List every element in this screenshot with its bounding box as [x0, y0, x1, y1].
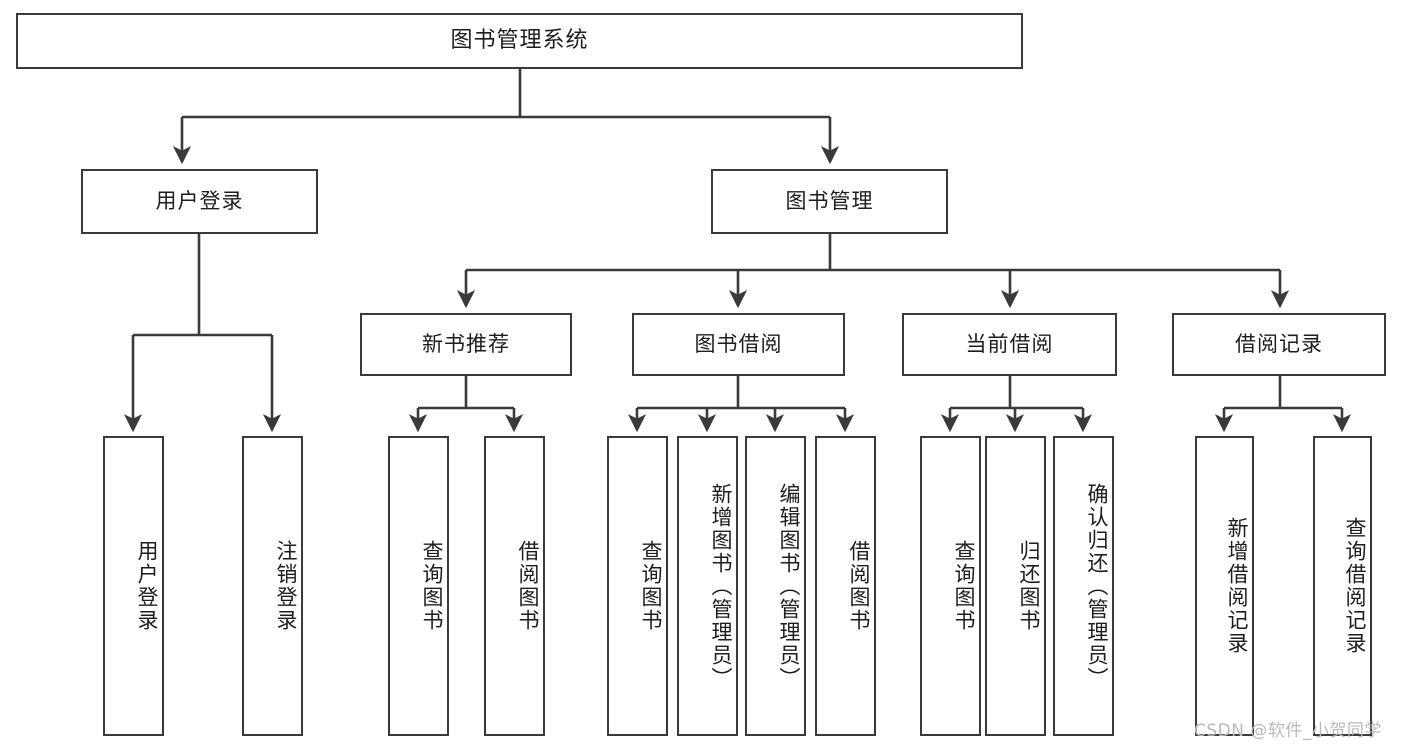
- leaf-borrow-record-add-record[interactable]: 新增借阅记录: [1195, 436, 1254, 736]
- leaf-book-borrow-query-book[interactable]: 查询图书: [607, 436, 668, 736]
- leaf-book-borrow-add-book-admin[interactable]: 新增图书（管理员）: [677, 436, 738, 736]
- leaf-current-borrow-return-book[interactable]: 归还图书: [985, 436, 1046, 736]
- node-current-borrow[interactable]: 当前借阅: [902, 313, 1117, 376]
- leaf-user-login-logout[interactable]: 注销登录: [242, 436, 303, 736]
- node-user-login[interactable]: 用户登录: [81, 169, 318, 234]
- leaf-current-borrow-query-book[interactable]: 查询图书: [920, 436, 981, 736]
- node-root-book-management-system[interactable]: 图书管理系统: [16, 13, 1023, 69]
- leaf-user-login-login[interactable]: 用户登录: [103, 436, 164, 736]
- node-book-management[interactable]: 图书管理: [711, 169, 948, 234]
- leaf-book-borrow-borrow-book[interactable]: 借阅图书: [815, 436, 876, 736]
- leaf-borrow-record-query-record[interactable]: 查询借阅记录: [1313, 436, 1372, 736]
- csdn-watermark: CSDN @软件_小贺同学: [1194, 721, 1382, 741]
- leaf-new-book-borrow-book[interactable]: 借阅图书: [484, 436, 545, 736]
- leaf-new-book-query-book[interactable]: 查询图书: [388, 436, 449, 736]
- node-borrow-record[interactable]: 借阅记录: [1172, 313, 1386, 376]
- node-book-borrow[interactable]: 图书借阅: [632, 313, 845, 376]
- node-new-book-recommend[interactable]: 新书推荐: [360, 313, 572, 376]
- leaf-book-borrow-edit-book-admin[interactable]: 编辑图书（管理员）: [745, 436, 806, 736]
- leaf-current-borrow-confirm-return-admin[interactable]: 确认归还（管理员）: [1053, 436, 1114, 736]
